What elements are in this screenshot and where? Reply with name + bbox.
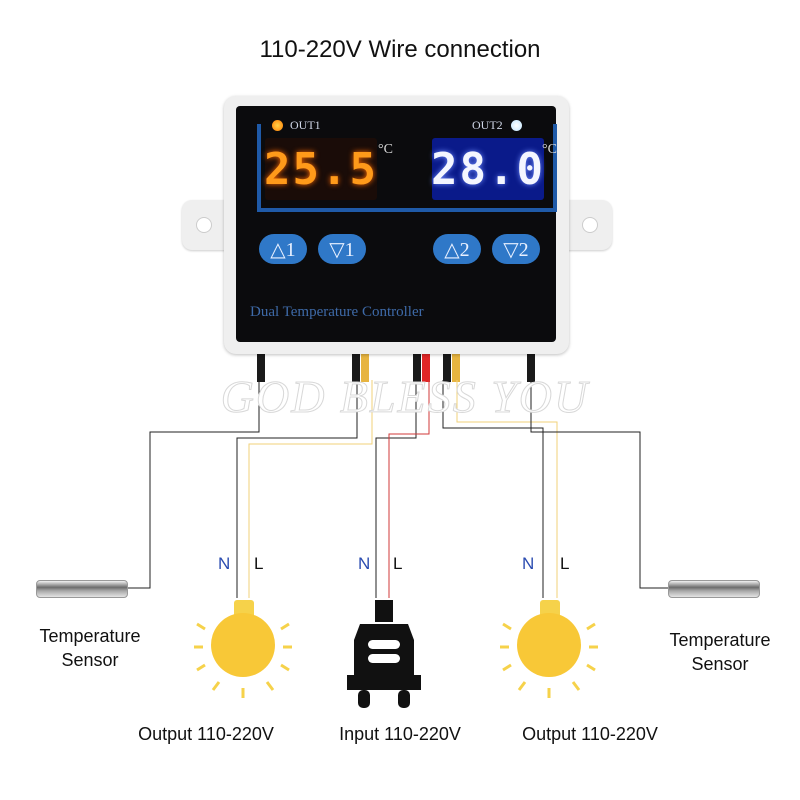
- display-1: 25.5: [264, 138, 377, 200]
- left-l-label: L: [254, 554, 264, 573]
- left-output-label: Output 110-220V: [138, 724, 274, 744]
- down-2-button[interactable]: ▽2: [492, 234, 540, 264]
- left-n-label: N: [218, 554, 231, 573]
- cable-stubs: [257, 354, 535, 382]
- right-n-label: N: [522, 554, 535, 573]
- right-l-label: L: [560, 554, 570, 573]
- display-frame: [257, 124, 557, 212]
- right-temperature-sensor-icon: [668, 580, 760, 598]
- unit-1: °C: [378, 142, 393, 157]
- left-bulb-icon: [194, 600, 292, 698]
- watermark: GOD BLESS YOU: [220, 371, 590, 423]
- brand-label: Dual Temperature Controller: [250, 304, 424, 320]
- right-sensor-label: Temperature Sensor: [669, 630, 771, 674]
- up-2-button[interactable]: △2: [433, 234, 481, 264]
- down-1-button[interactable]: ▽1: [318, 234, 366, 264]
- out1-indicator-icon: [272, 120, 283, 131]
- input-label: Input 110-220V: [339, 724, 461, 744]
- display-2: 28.0: [431, 138, 544, 200]
- diagram-title: 110-220V Wire connection: [259, 36, 541, 63]
- power-plug-icon: [347, 600, 421, 708]
- right-output-label: Output 110-220V: [522, 724, 658, 744]
- out2-indicator-icon: [511, 120, 522, 131]
- left-sensor-label: Temperature Sensor: [39, 626, 141, 670]
- right-bulb-icon: [500, 600, 598, 698]
- out2-label: OUT2: [472, 118, 503, 132]
- out1-label: OUT1: [290, 118, 321, 132]
- left-temperature-sensor-icon: [36, 580, 128, 598]
- input-n-label: N: [358, 554, 371, 573]
- unit-2: °C: [542, 142, 557, 157]
- input-l-label: L: [393, 554, 403, 573]
- up-1-button[interactable]: △1: [259, 234, 307, 264]
